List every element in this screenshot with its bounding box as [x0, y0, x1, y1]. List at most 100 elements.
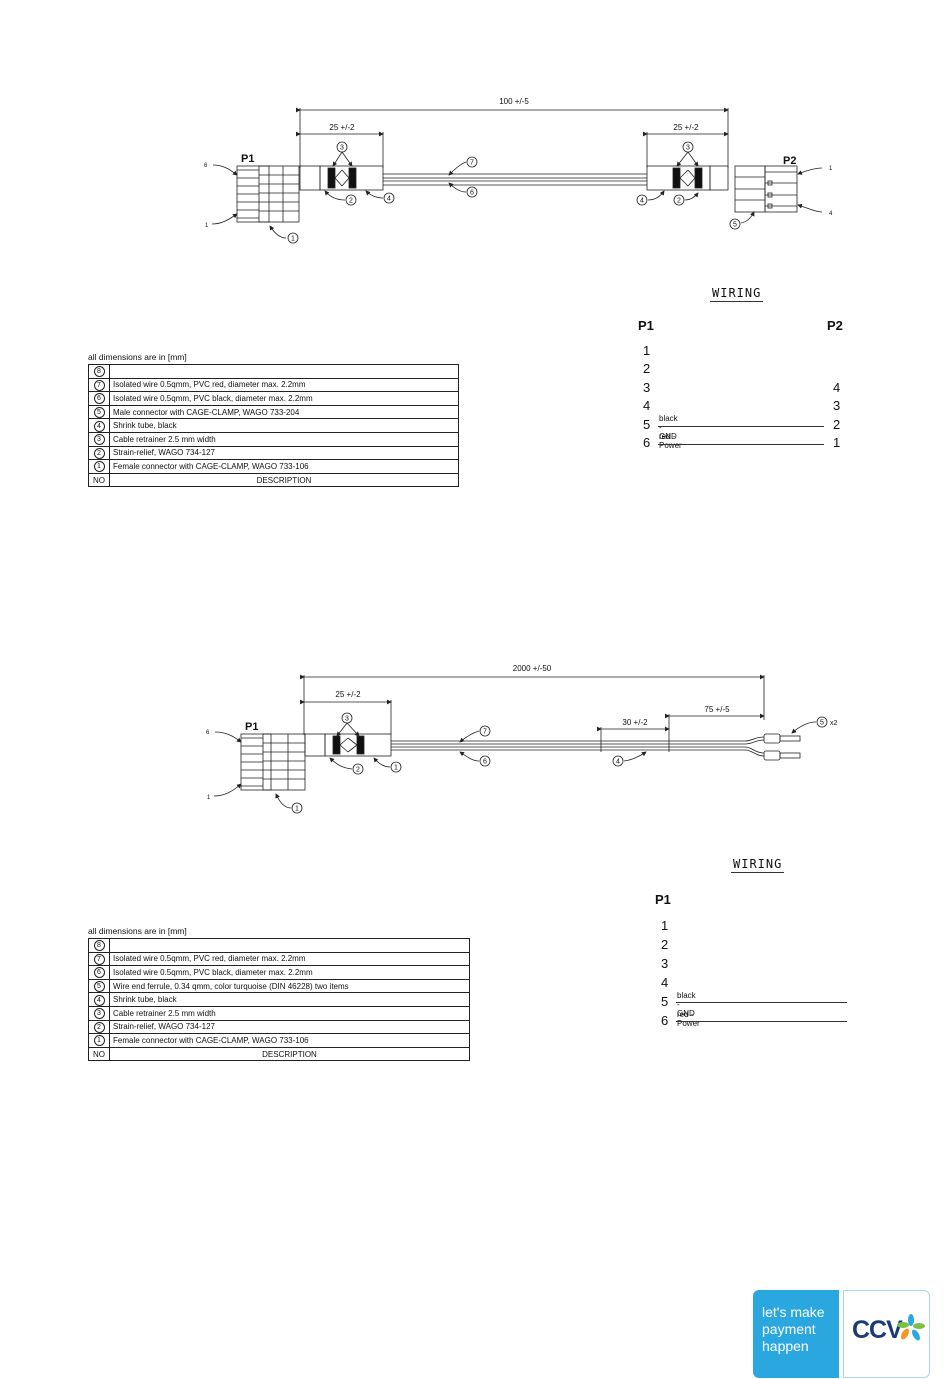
dimensions-note: all dimensions are in [mm]: [88, 926, 187, 936]
part-description: [109, 938, 470, 953]
callout-3: 3: [345, 716, 349, 723]
table-row: 5 Wire end ferrule, 0.34 qmm, color turqu…: [88, 978, 470, 994]
column-header-description: DESCRIPTION: [109, 472, 459, 488]
p1-pin: 2: [643, 361, 651, 376]
part-number: 6: [93, 393, 105, 405]
part-description: Cable retrainer 2.5 mm width: [109, 431, 459, 447]
part-description: Female connector with CAGE-CLAMP, WAGO 7…: [109, 459, 459, 474]
part-number: 8: [93, 366, 105, 378]
part-description: Isolated wire 0.5qmm, PVC black, diamete…: [109, 965, 470, 980]
callout-1-a: 1: [295, 806, 299, 813]
power-wire-label: red - Power: [677, 1010, 700, 1028]
p1-pin: 2: [661, 937, 669, 952]
power-wire: [658, 444, 824, 445]
tagline-line-1: let's make: [762, 1304, 825, 1320]
table-row: 7 Isolated wire 0.5qmm, PVC red, diameter…: [88, 377, 459, 393]
p1-label-2: P1: [245, 721, 258, 733]
gnd-wire: [658, 426, 824, 427]
table-row: 2 Strain-relief, WAGO 734-127: [88, 445, 459, 461]
p1-pin: 1: [643, 343, 651, 358]
tagline-line-3: happen: [762, 1338, 809, 1354]
column-header-no: NO: [88, 1046, 110, 1062]
diagram-2-annotations: 2000 +/-50 25 +/-2 30 +/-2 75 +/-5 P1 6 …: [206, 664, 838, 813]
dimensions-note: all dimensions are in [mm]: [88, 352, 187, 362]
part-number: 7: [93, 953, 105, 965]
part-number: 3: [93, 434, 105, 446]
cable-diagram-1: [211, 107, 823, 244]
callout-1-b: 1: [394, 765, 398, 772]
part-description: Shrink tube, black: [109, 992, 470, 1007]
diagram-1-annotations: 100 +/-5 25 +/-2 25 +/-2 P1 P2 6 1 1 4 1…: [204, 97, 833, 243]
table-row: 3 Cable retrainer 2.5 mm width: [88, 431, 459, 447]
part-number: 1: [93, 1035, 105, 1047]
callout-3-right: 3: [686, 145, 690, 152]
callout-7: 7: [483, 729, 487, 736]
callout-5: 5: [733, 222, 737, 229]
part-description: Isolated wire 0.5qmm, PVC black, diamete…: [109, 391, 459, 406]
part-description: Cable retrainer 2.5 mm width: [109, 1005, 470, 1021]
column-header-no: NO: [88, 472, 110, 488]
callout-2-right: 2: [677, 198, 681, 205]
part-description: Male connector with CAGE-CLAMP, WAGO 733…: [109, 404, 459, 420]
p2-pin: 4: [833, 380, 841, 395]
wiring-p1-header: P1: [638, 318, 654, 333]
table-row: 4 Shrink tube, black: [88, 418, 459, 433]
part-description: [109, 364, 459, 379]
pin-label-6-2: 6: [206, 730, 210, 736]
dim-left-label: 25 +/-2: [329, 123, 355, 132]
callout-4: 4: [616, 759, 620, 766]
flower-icon: [897, 1314, 925, 1341]
tagline-line-2: payment: [762, 1321, 816, 1337]
part-number: 2: [93, 1021, 105, 1033]
power-wire: [676, 1021, 847, 1022]
wiring-p1-header: P1: [655, 892, 671, 907]
gnd-wire: [676, 1002, 847, 1003]
part-number: 6: [93, 967, 105, 979]
p2-pin-label-1: 1: [829, 166, 833, 172]
table-row: 8: [88, 938, 470, 953]
wiring-title: WIRING: [710, 286, 764, 302]
pin-label-1-2: 1: [207, 795, 211, 801]
tagline-block: let's make payment happen: [753, 1290, 839, 1378]
dim-left-label-2: 25 +/-2: [335, 690, 361, 699]
part-number: 7: [93, 379, 105, 391]
part-number: 4: [93, 994, 105, 1006]
table-row: 6 Isolated wire 0.5qmm, PVC black, diamet…: [88, 965, 470, 980]
callout-6: 6: [483, 759, 487, 766]
callout-3: 3: [340, 145, 344, 152]
part-number: 5: [93, 981, 105, 993]
p1-label: P1: [241, 153, 254, 165]
dim-end-label: 75 +/-5: [704, 705, 730, 714]
p1-pin: 3: [643, 380, 651, 395]
callout-6: 6: [470, 190, 474, 197]
p1-pin: 4: [643, 398, 651, 413]
callout-1: 1: [291, 236, 295, 243]
table-row: 4 Shrink tube, black: [88, 992, 470, 1007]
part-description: Wire end ferrule, 0.34 qmm, color turquo…: [109, 978, 470, 994]
power-wire-label: red - Power: [659, 432, 682, 450]
callout-4: 4: [387, 196, 391, 203]
part-number: 4: [93, 420, 105, 432]
brand-wordmark: CCV: [852, 1316, 903, 1344]
pin-label-6: 6: [204, 163, 208, 169]
callout-5: 5: [820, 720, 824, 727]
part-description: Shrink tube, black: [109, 418, 459, 433]
part-description: Strain-relief, WAGO 734-127: [109, 445, 459, 461]
callout-2: 2: [356, 767, 360, 774]
wiring-p2-header: P2: [827, 318, 843, 333]
column-header-description: DESCRIPTION: [109, 1046, 470, 1062]
callout-4-right: 4: [640, 198, 644, 205]
p2-pin: 2: [833, 417, 841, 432]
part-number: 2: [93, 447, 105, 459]
p1-pin: 1: [661, 918, 669, 933]
part-description: Isolated wire 0.5qmm, PVC red, diameter …: [109, 377, 459, 393]
